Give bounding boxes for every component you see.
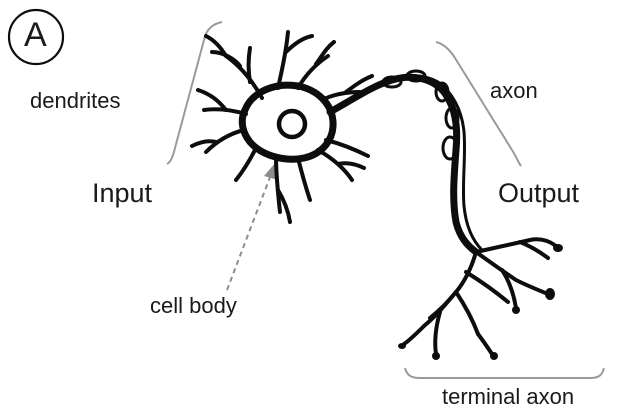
terminal-axon-bracket [405, 368, 604, 378]
axon [330, 71, 482, 252]
axon-label: axon [490, 78, 538, 104]
terminal-axon [404, 239, 556, 354]
terminal-axon-label: terminal axon [442, 384, 574, 410]
input-label: Input [92, 178, 152, 209]
dendrites-label: dendrites [30, 88, 121, 114]
cell-body-label: cell body [150, 293, 237, 319]
cell-body-pointer [227, 172, 272, 290]
axon-terminals [398, 244, 563, 360]
panel-letter: A [24, 16, 47, 55]
output-label: Output [498, 178, 579, 209]
axon-sheath-outer [376, 76, 482, 250]
